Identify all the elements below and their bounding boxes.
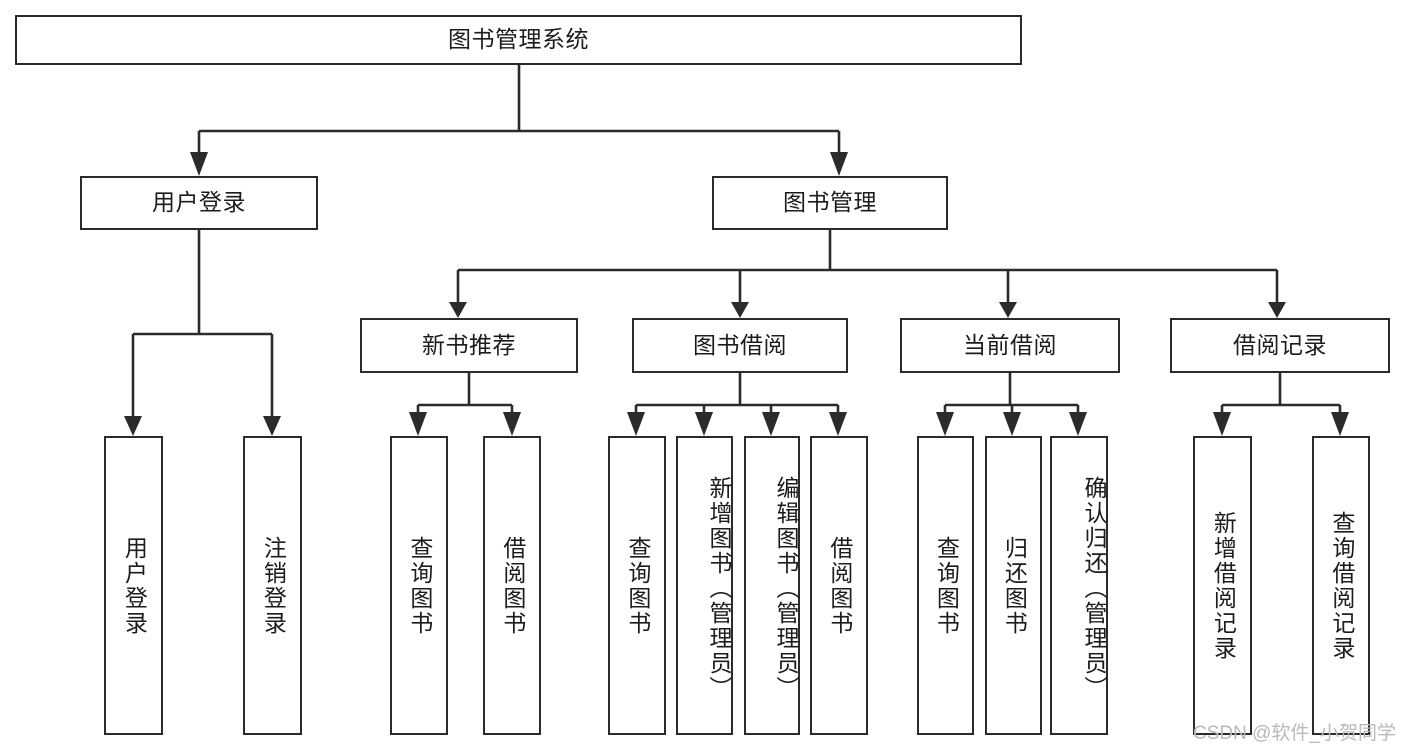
arrowhead-br-1 — [1213, 412, 1231, 436]
arrowhead-new-book — [449, 302, 467, 318]
arrowhead-book-manage — [830, 152, 848, 176]
node-book-management[interactable]: 图书管理 — [712, 176, 948, 230]
arrowhead-current-borrow — [999, 302, 1017, 318]
arrowhead-bb-1 — [627, 412, 645, 436]
leaf-user-login-login[interactable]: 用户登录 — [104, 436, 163, 735]
node-label: 编辑图书（管理员） — [773, 476, 799, 701]
arrowhead-ul-2 — [263, 416, 281, 436]
watermark-text: CSDN @软件_小贺同学 — [1193, 723, 1396, 744]
node-current-borrow[interactable]: 当前借阅 — [900, 318, 1120, 373]
node-label: 图书管理系统 — [448, 26, 589, 53]
node-label: 确认归还（管理员） — [1081, 476, 1107, 701]
node-label: 新书推荐 — [422, 331, 516, 358]
arrowhead-nb-2 — [503, 412, 521, 436]
leaf-current-borrow-confirm[interactable]: 确认归还（管理员） — [1050, 436, 1108, 735]
node-label: 用户登录 — [121, 535, 148, 636]
node-label: 归还图书 — [1001, 535, 1028, 636]
node-label: 借阅图书 — [826, 535, 853, 636]
leaf-book-borrow-edit[interactable]: 编辑图书（管理员） — [744, 436, 800, 735]
arrowhead-user-login — [190, 152, 208, 176]
leaf-book-borrow-add[interactable]: 新增图书（管理员） — [676, 436, 733, 735]
node-label: 用户登录 — [152, 189, 246, 216]
leaf-book-borrow-query[interactable]: 查询图书 — [608, 436, 666, 735]
node-label: 注销登录 — [260, 535, 287, 636]
arrowhead-bb-4 — [829, 412, 847, 436]
arrowhead-cb-3 — [1069, 412, 1087, 436]
node-label: 查询图书 — [624, 535, 651, 636]
node-label: 新增借阅记录 — [1210, 510, 1237, 661]
node-root-system[interactable]: 图书管理系统 — [15, 15, 1022, 65]
arrowhead-cb-2 — [1003, 412, 1021, 436]
leaf-borrow-record-add[interactable]: 新增借阅记录 — [1193, 436, 1252, 735]
arrowhead-book-borrow — [731, 302, 749, 318]
arrowhead-br-2 — [1331, 412, 1349, 436]
node-borrow-record[interactable]: 借阅记录 — [1170, 318, 1390, 373]
node-new-book-recommend[interactable]: 新书推荐 — [360, 318, 578, 373]
node-label: 查询图书 — [406, 535, 433, 636]
leaf-new-book-query[interactable]: 查询图书 — [390, 436, 448, 735]
arrowhead-bb-2 — [695, 412, 713, 436]
node-label: 查询图书 — [933, 535, 960, 636]
arrowhead-borrow-record — [1268, 302, 1286, 318]
node-label: 借阅图书 — [499, 535, 526, 636]
arrowheads — [124, 152, 1349, 436]
leaf-borrow-record-query[interactable]: 查询借阅记录 — [1312, 436, 1370, 735]
node-label: 查询借阅记录 — [1328, 510, 1355, 661]
arrowhead-ul-1 — [124, 416, 142, 436]
node-label: 当前借阅 — [963, 331, 1057, 358]
node-user-login[interactable]: 用户登录 — [80, 176, 318, 230]
leaf-current-borrow-query[interactable]: 查询图书 — [917, 436, 974, 735]
leaf-new-book-borrow[interactable]: 借阅图书 — [483, 436, 541, 735]
node-label: 借阅记录 — [1233, 331, 1327, 358]
node-label: 图书借阅 — [693, 331, 787, 358]
arrowhead-nb-1 — [409, 412, 427, 436]
arrowhead-bb-3 — [762, 412, 780, 436]
node-book-borrow[interactable]: 图书借阅 — [632, 318, 848, 373]
leaf-current-borrow-return[interactable]: 归还图书 — [985, 436, 1042, 735]
node-label: 新增图书（管理员） — [706, 476, 732, 701]
node-label: 图书管理 — [783, 189, 877, 216]
leaf-book-borrow-borrow[interactable]: 借阅图书 — [810, 436, 868, 735]
arrowhead-cb-1 — [936, 412, 954, 436]
leaf-user-login-logout[interactable]: 注销登录 — [243, 436, 302, 735]
